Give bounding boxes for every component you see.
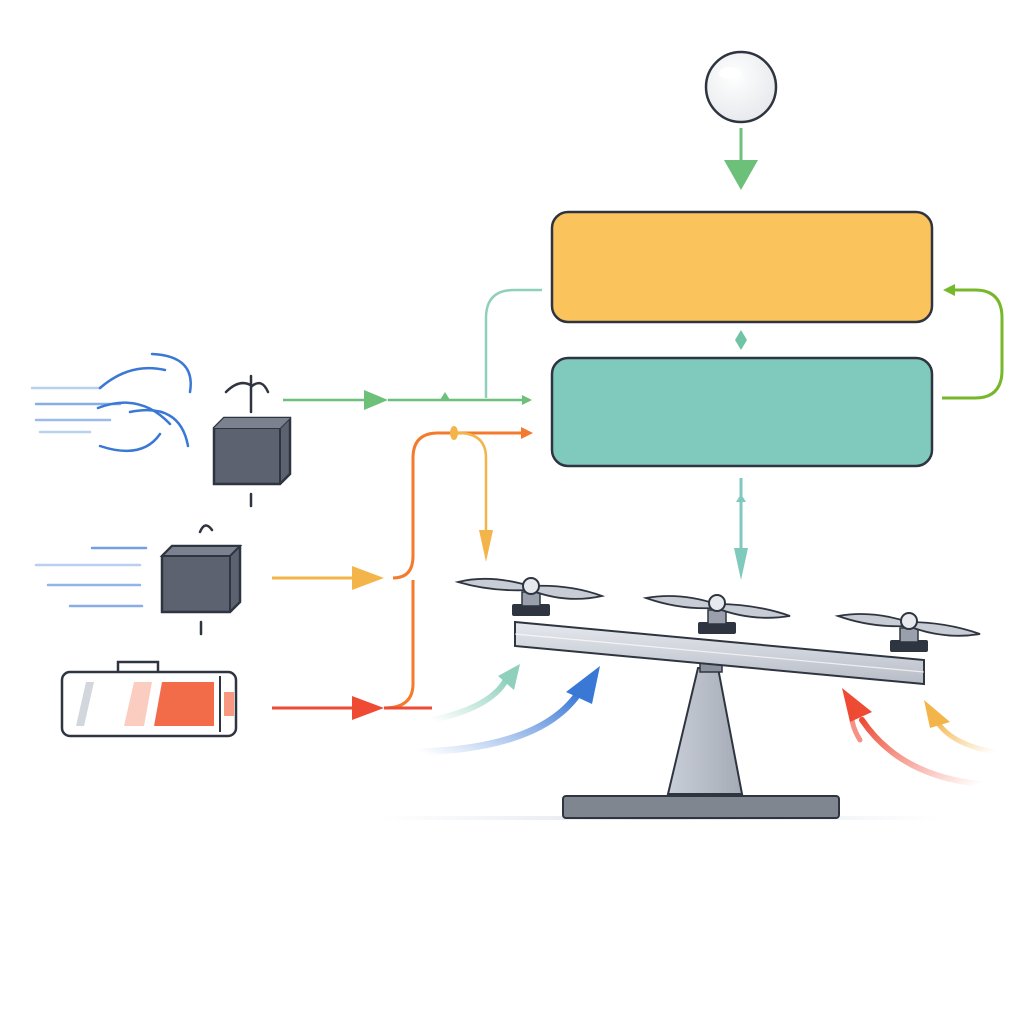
lift-arrows-left	[416, 664, 600, 756]
propeller-icon	[834, 612, 981, 652]
wind-gust-icon	[30, 352, 192, 453]
battery-icon	[60, 660, 238, 738]
circle-node-icon	[704, 50, 778, 124]
orange-signal-arrow	[392, 426, 533, 580]
cube-sensor-icon	[159, 524, 243, 636]
disturbance-arrows-right	[842, 688, 997, 787]
cube-sensor-icon	[212, 416, 292, 508]
yellow-block	[550, 210, 934, 324]
propeller-icon	[454, 577, 606, 616]
green-signal-arrow	[283, 390, 532, 410]
teal-branch-link	[484, 288, 542, 398]
wind-gust-icon	[34, 546, 148, 608]
amber-input-arrow	[272, 566, 384, 590]
red-input-arrow	[272, 580, 432, 720]
feedback-loop-arrow	[942, 284, 1004, 400]
teal-to-balance-arrow	[734, 478, 748, 580]
node-to-yellow-arrow	[724, 128, 758, 190]
propeller-icon	[642, 594, 791, 634]
teal-block	[550, 356, 934, 468]
seesaw-balance-icon	[514, 620, 925, 819]
amber-drop-arrow	[457, 431, 493, 562]
propeller-icon	[224, 374, 270, 414]
block-link-diamond	[735, 330, 747, 350]
